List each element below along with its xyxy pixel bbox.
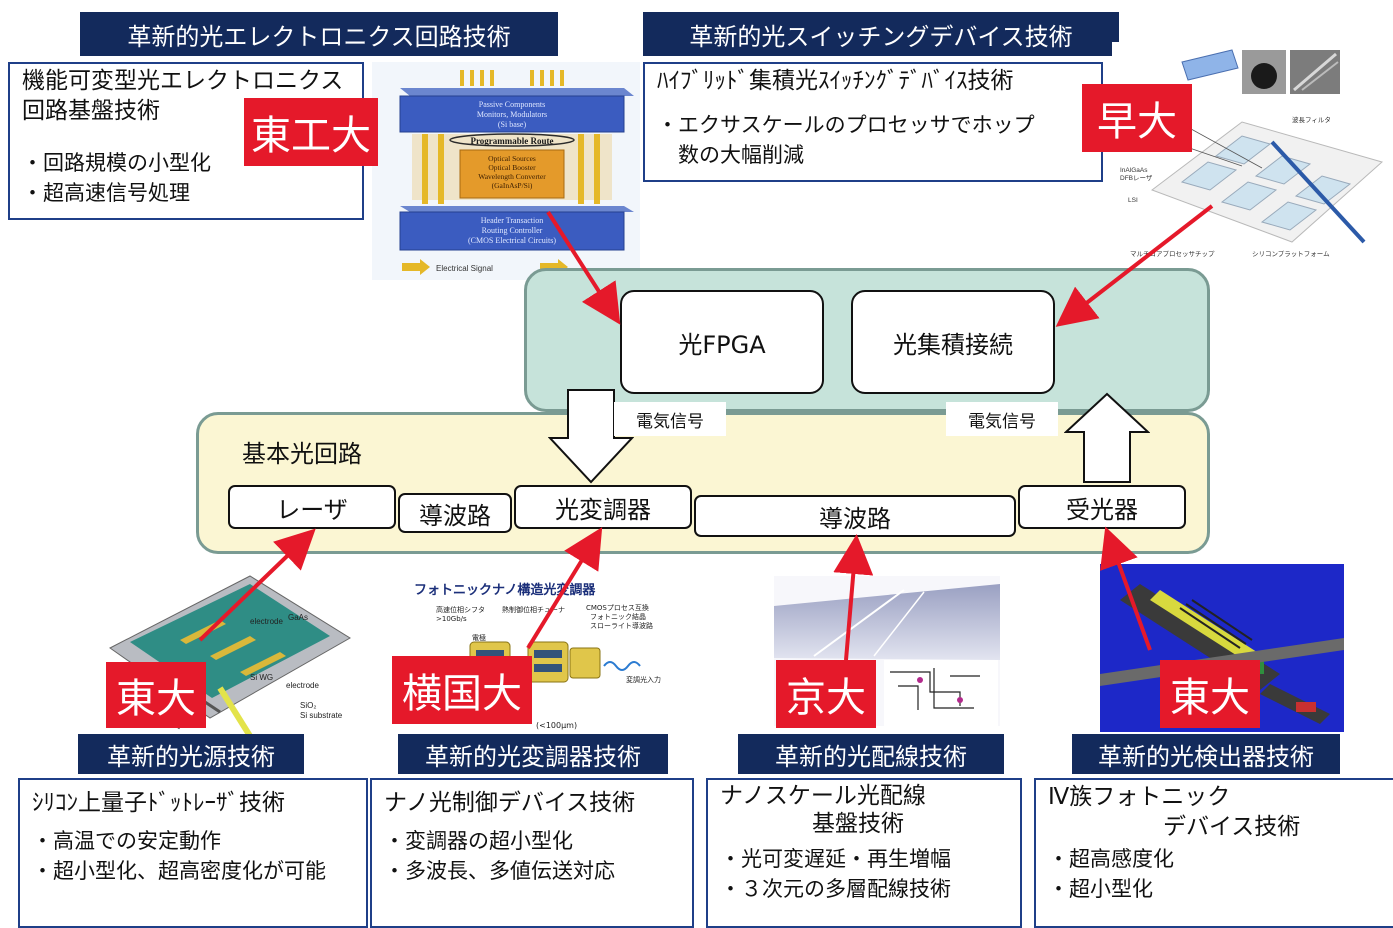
switching-device-illustration: InAlGaAs DFBレーザ LSI 波長フィルタ マルチコアプロセッサチップ… (1112, 42, 1392, 264)
modulator-label-phase-shifter: 高速位相シフタ (436, 605, 485, 614)
modulator-bullet: ・変調器の超小型化 (384, 829, 573, 853)
chip-legend-label: Electrical Signal (436, 264, 493, 273)
light-source-bullet: ・超小型化、超高密度化が可能 (32, 859, 326, 883)
header-light-source: 革新的光源技術 (78, 734, 304, 774)
circuit-bullet: ・超高速信号処理 (22, 181, 190, 205)
university-label-yokohama: 横国大 (392, 656, 532, 724)
modulator-bullet: ・多波長、多値伝送対応 (384, 859, 615, 883)
laser-label-substrate: Si substrate (300, 711, 343, 720)
circuit-title-line1: 機能可変型光エレクトロニクス (22, 68, 344, 94)
switching-title: ﾊｲﾌﾞﾘｯﾄﾞ集積光ｽｲｯﾁﾝｸﾞﾃﾞﾊﾞｲｽ技術 (657, 68, 1014, 94)
wiring-bullet: ・光可変遅延・再生増幅 (720, 847, 951, 871)
switching-label-processor: マルチコアプロセッサチップ (1130, 250, 1215, 258)
nanoscale-wiring-illustration (774, 576, 1000, 726)
electrical-signal-label-left: 電気信号 (614, 402, 726, 436)
layered-chip-illustration: Passive Components Monitors, Modulators … (372, 62, 640, 280)
wiring-bullets: ・光可変遅延・再生増幅 ・３次元の多層配線技術 (720, 844, 1008, 904)
chip-layer-mid-line1: Optical Sources (488, 154, 536, 163)
chip-layer-top-line3: (Si base) (498, 120, 527, 129)
wiring-bullet: ・３次元の多層配線技術 (720, 877, 951, 901)
header-modulator: 革新的光変調器技術 (398, 734, 668, 774)
chip-layer-bottom-line1: Header Transaction (481, 216, 543, 225)
switching-bullet: 数の大幅削減 (657, 143, 804, 167)
detector-description-box: Ⅳ族フォトニック デバイス技術 ・超高感度化 ・超小型化 (1034, 778, 1393, 928)
switching-label-inalgaas: InAlGaAs (1120, 167, 1148, 174)
university-label-kyoto: 京大 (776, 660, 876, 728)
detector-bullets: ・超高感度化 ・超小型化 (1048, 844, 1390, 904)
university-label-tokyo-2: 東大 (1160, 660, 1260, 728)
university-label-tokyo-tech: 東工大 (244, 98, 378, 166)
up-arrow-electrical (1064, 392, 1150, 483)
light-source-description-box: ｼﾘｺﾝ上量子ﾄﾞｯﾄﾚｰｻﾞ技術 ・高温での安定動作 ・超小型化、超高密度化が… (18, 778, 368, 928)
modulator-label-input: 変調光入力 (626, 675, 661, 684)
modulator-label-electrode: 電極 (472, 633, 486, 642)
modulator-label-thermal: 熱制御位相チューナ (502, 605, 565, 614)
circuit-bullets: ・回路規模の小型化 ・超高速信号処理 (22, 148, 350, 208)
optical-fpga-node: 光FPGA (620, 290, 824, 394)
wiring-description-box: ナノスケール光配線 基盤技術 ・光可変遅延・再生増幅 ・３次元の多層配線技術 (706, 778, 1022, 928)
switching-label-dfb: DFBレーザ (1120, 174, 1153, 182)
modulator-bullets: ・変調器の超小型化 ・多波長、多値伝送対応 (384, 826, 680, 886)
header-circuit-technology: 革新的光エレクトロニクス回路技術 (80, 12, 558, 56)
header-wiring: 革新的光配線技術 (738, 734, 1004, 774)
optical-interconnect-node: 光集積接続 (851, 290, 1055, 394)
switching-label-platform: シリコンプラットフォーム (1252, 250, 1330, 258)
switching-bullet: ・エクサスケールのプロセッサでホップ (657, 113, 1035, 137)
laser-label-electrode-top: electrode (250, 617, 283, 626)
switching-bullets: ・エクサスケールのプロセッサでホップ 数の大幅削減 (657, 110, 1089, 170)
switching-label-filter: 波長フィルタ (1292, 115, 1331, 124)
university-label-tokyo-1: 東大 (106, 662, 206, 728)
chip-layer-bottom-line2: Routing Controller (482, 226, 543, 235)
chip-route-label: Programmable Route (470, 136, 553, 146)
modulator-title: ナノ光制御デバイス技術 (384, 790, 636, 816)
chip-layer-top-line1: Passive Components (479, 100, 545, 109)
wiring-title-line2: 基盤技術 (720, 811, 904, 837)
chip-layer-bottom-line3: (CMOS Electrical Circuits) (468, 236, 556, 245)
detector-title-line2: デバイス技術 (1048, 814, 1301, 840)
circuit-bullet: ・回路規模の小型化 (22, 151, 211, 175)
modulator-diagram-title: フォトニックナノ構造光変調器 (414, 582, 596, 598)
basic-circuit-title: 基本光回路 (242, 440, 362, 468)
light-source-bullets: ・高温での安定動作 ・超小型化、超高密度化が可能 (32, 826, 354, 886)
modulator-label-size: (<100μm) (536, 721, 577, 730)
laser-label-electrode-bottom: electrode (286, 681, 319, 690)
circuit-title-line2: 回路基盤技術 (22, 98, 160, 124)
chip-layer-mid-line3: Wavelength Converter (478, 172, 546, 181)
light-source-title: ｼﾘｺﾝ上量子ﾄﾞｯﾄﾚｰｻﾞ技術 (32, 790, 285, 816)
light-source-bullet: ・高温での安定動作 (32, 829, 221, 853)
detector-bullet: ・超高感度化 (1048, 847, 1174, 871)
wiring-title-line1: ナノスケール光配線 (720, 783, 926, 809)
waveguide-short-component: 導波路 (398, 493, 512, 533)
university-label-waseda: 早大 (1082, 84, 1192, 152)
detector-bullet: ・超小型化 (1048, 877, 1153, 901)
modulator-component: 光変調器 (514, 485, 692, 529)
header-switching-technology: 革新的光スイッチングデバイス技術 (643, 12, 1119, 56)
modulator-label-cmos: CMOSプロセス互換 (586, 603, 649, 612)
header-detector: 革新的光検出器技術 (1072, 734, 1340, 774)
chip-layer-mid-line4: (GaInAsP/Si) (492, 181, 533, 190)
modulator-label-pc: フォトニック結晶 (590, 612, 646, 621)
switching-description-box: ﾊｲﾌﾞﾘｯﾄﾞ集積光ｽｲｯﾁﾝｸﾞﾃﾞﾊﾞｲｽ技術 ・エクサスケールのプロセッ… (643, 62, 1103, 182)
detector-component: 受光器 (1018, 485, 1186, 529)
laser-label-sio2: SiO₂ (300, 701, 316, 710)
electrical-signal-label-right: 電気信号 (946, 402, 1058, 436)
modulator-description-box: ナノ光制御デバイス技術 ・変調器の超小型化 ・多波長、多値伝送対応 (370, 778, 694, 928)
laser-component: レーザ (228, 485, 396, 529)
detector-title-line1: Ⅳ族フォトニック (1048, 784, 1231, 810)
chip-layer-mid-line2: Optical Booster (488, 163, 536, 172)
modulator-label-slowlight: スローライト導波路 (590, 621, 653, 630)
laser-label-wg: Si WG (250, 673, 273, 682)
waveguide-long-component: 導波路 (694, 495, 1016, 537)
chip-layer-top-line2: Monitors, Modulators (477, 110, 547, 119)
down-arrow-electrical (548, 389, 634, 484)
switching-label-lsi: LSI (1128, 197, 1138, 204)
laser-label-gaas: GaAs (288, 613, 308, 622)
modulator-label-speed: >10Gb/s (436, 615, 467, 623)
